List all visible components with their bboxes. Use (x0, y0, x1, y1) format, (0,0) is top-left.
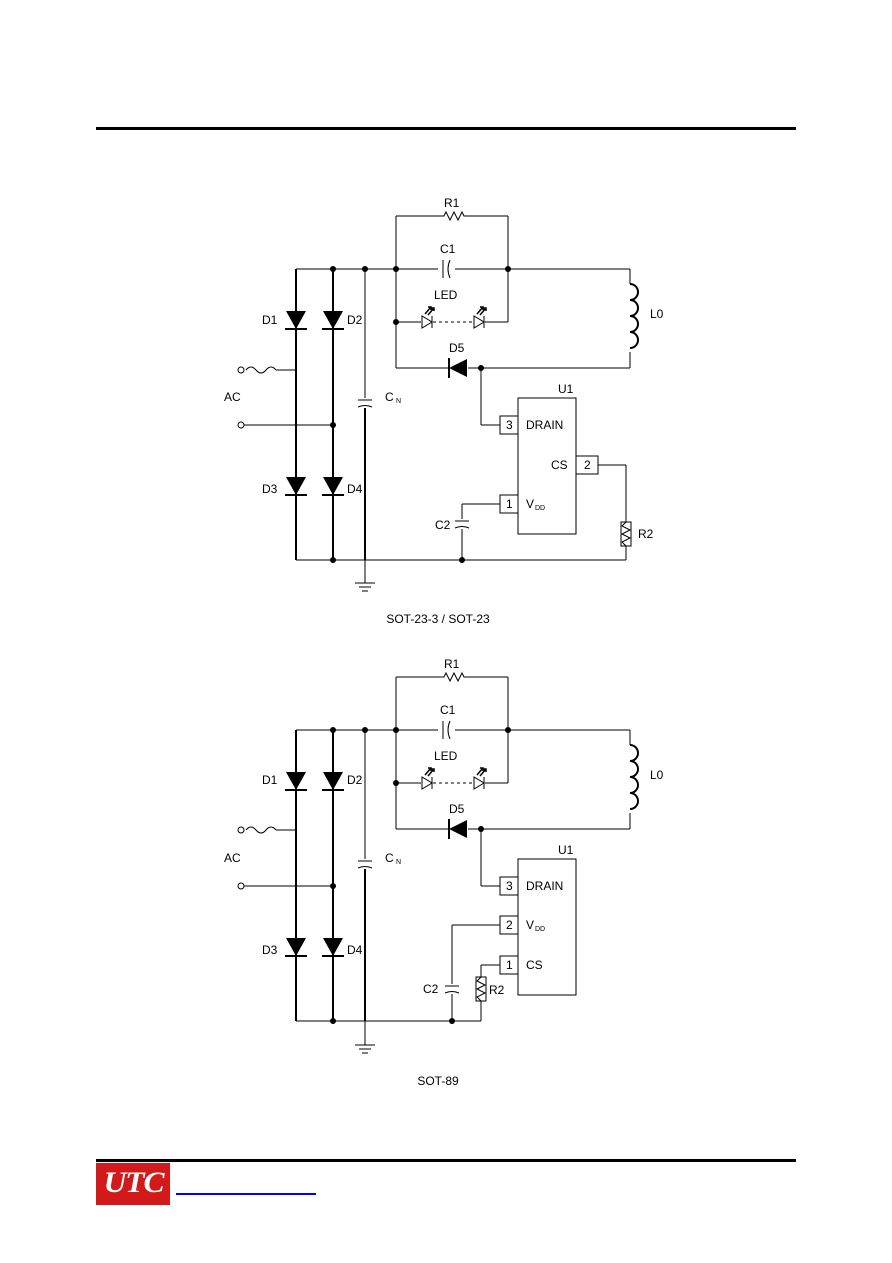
pin-drain: 3 (506, 879, 513, 893)
label-d4: D4 (347, 943, 363, 957)
label-cn-sub: N (396, 859, 401, 866)
pin-vdd: 1 (506, 497, 513, 511)
pin-cs: 2 (584, 458, 591, 472)
label-d1: D1 (262, 313, 278, 327)
header-rule (96, 127, 796, 130)
label-d2: D2 (347, 313, 363, 327)
label-cs: CS (526, 958, 543, 972)
label-cs: CS (551, 458, 568, 472)
label-cn: C (385, 390, 394, 404)
label-l0: L0 (650, 307, 664, 321)
label-c2: C2 (423, 982, 439, 996)
label-ac: AC (224, 390, 241, 404)
label-d2: D2 (347, 773, 363, 787)
label-cn-sub: N (396, 398, 401, 405)
label-u1: U1 (558, 843, 574, 857)
label-c2: C2 (435, 518, 451, 532)
label-vdd: V (526, 497, 534, 511)
utc-logo: UTC (96, 1163, 170, 1205)
label-drain: DRAIN (526, 879, 563, 893)
label-l0: L0 (650, 768, 664, 782)
label-led: LED (434, 288, 458, 302)
label-r1: R1 (444, 196, 460, 210)
label-d3: D3 (262, 943, 278, 957)
circuit-diagram-sot89: R1 C1 LED L0 D1 D2 D3 D4 D5 AC C N U1 DR… (224, 657, 664, 1054)
label-d5: D5 (449, 802, 465, 816)
label-c1: C1 (440, 242, 456, 256)
circuit-diagram-sot23: R1 C1 LED L0 D1 D2 D3 D4 D5 AC C N U1 DR… (224, 196, 664, 592)
label-d1: D1 (262, 773, 278, 787)
label-d5: D5 (449, 341, 465, 355)
label-r2: R2 (489, 983, 505, 997)
pin-drain: 3 (506, 418, 513, 432)
pin-vdd: 2 (506, 918, 513, 932)
pin-cs: 1 (506, 958, 513, 972)
label-vdd: V (526, 918, 534, 932)
label-d4: D4 (347, 482, 363, 496)
footer-rule (96, 1159, 796, 1162)
label-u1: U1 (558, 382, 574, 396)
label-r1: R1 (444, 657, 460, 671)
diagram-caption-sot23: SOT-23-3 / SOT-23 (386, 612, 490, 626)
label-r2: R2 (638, 527, 654, 541)
label-vdd-sub: DD (535, 926, 545, 933)
label-c1: C1 (440, 703, 456, 717)
label-d3: D3 (262, 482, 278, 496)
label-cn: C (385, 851, 394, 865)
footer-link[interactable] (176, 1193, 316, 1195)
label-led: LED (434, 749, 458, 763)
label-ac: AC (224, 851, 241, 865)
label-vdd-sub: DD (535, 505, 545, 512)
diagram-caption-sot89: SOT-89 (417, 1074, 459, 1088)
label-drain: DRAIN (526, 418, 563, 432)
